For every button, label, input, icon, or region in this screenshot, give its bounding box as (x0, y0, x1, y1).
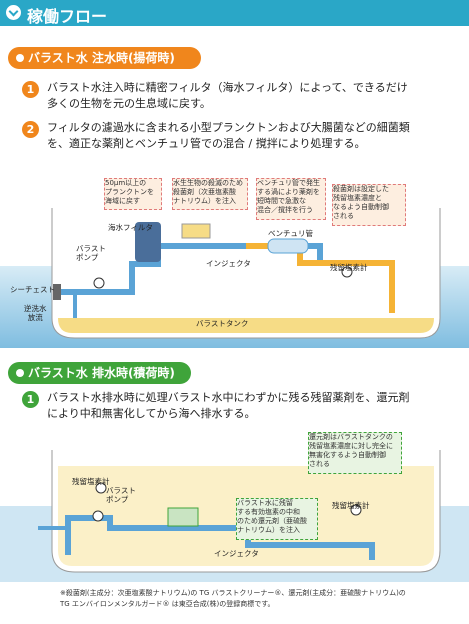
note-line: 50μm以上の (105, 179, 147, 187)
label-injector: インジェクタ (214, 549, 259, 558)
bullet-icon (16, 54, 24, 62)
ballast-tank (58, 318, 434, 333)
note-line: する有効塩素の中和 (237, 508, 300, 516)
label-line: バラスト (106, 486, 136, 495)
note-line: なるよう自動制御 (333, 203, 389, 211)
step-number: 1 (22, 391, 39, 408)
section-title-intake: バラスト水 注水時(揚荷時) (8, 47, 201, 69)
note-line: 殺菌剤は設定した (333, 185, 389, 193)
note-line: される (309, 460, 330, 468)
note-line: 混合／撹拌を行う (257, 206, 313, 214)
label-filter: 海水フィルタ (108, 223, 153, 232)
check-circle-icon (6, 5, 21, 20)
sensor-icon (341, 266, 353, 278)
note-line: 無害化するよう自動制御 (309, 451, 386, 459)
label-venturi: ベンチュリ管 (268, 229, 313, 238)
label-seachest: シーチェスト (10, 285, 55, 294)
page-title: 稼働フロー (27, 7, 108, 26)
note-reducer-auto: 還元剤はバラストタンクの残留塩素濃度に対し完全に無害化するよう自動制御される (308, 432, 402, 474)
seachest-icon (53, 284, 61, 300)
header-bar: 稼働フロー (0, 0, 469, 26)
venturi-icon (267, 238, 309, 254)
filter-icon (135, 222, 161, 262)
label-tank: バラストタンク (196, 319, 249, 328)
note-neutralize: バラスト水に残留する有効塩素の中和のため還元剤（亜硫酸ナトリウム）を注入 (236, 498, 318, 540)
step-text-line: フィルタの濾過水に含まれる小型プランクトンおよび大腸菌などの細菌類 (47, 121, 410, 134)
sensor-right-icon (350, 504, 362, 516)
note-auto-control: 殺菌剤は設定した残留塩素濃度となるよう自動制御される (332, 184, 406, 226)
step-text-line: により中和無害化してから海へ排水する。 (47, 407, 256, 420)
step-text-line: を、適正な薬剤とベンチュリ管での混合 / 撹拌により処理する。 (47, 137, 366, 150)
note-chemical: 水生生物の殺滅のため殺菌剤（次亜塩素酸ナトリウム）を注入 (172, 178, 248, 210)
footnote-line: ※殺菌剤(主成分：次亜塩素酸ナトリウム)の TG バラストクリーナー®、還元剤(… (60, 589, 406, 597)
note-line: 残留塩素濃度に対し完全に (309, 442, 393, 450)
section-title-discharge: バラスト水 排水時(積荷時) (8, 362, 191, 384)
chemical-tank (181, 223, 211, 239)
bullet-icon (16, 369, 24, 377)
step-text: バラスト水排水時に処理バラスト水中にわずかに残る残留薬剤を、還元剤により中和無害… (47, 390, 410, 422)
note-line: 水生生物の殺滅のため (173, 179, 243, 187)
intake-diagram (0, 208, 469, 348)
label-line: 逆洗水 (24, 304, 47, 313)
label-backwash: 逆洗水放流 (24, 304, 47, 322)
pump-icon (92, 510, 104, 522)
pipe-blue (65, 515, 375, 560)
step-text-line: バラスト水排水時に処理バラスト水中にわずかに残る残留薬剤を、還元剤 (47, 391, 410, 404)
note-line: ナトリウム）を注入 (237, 526, 300, 534)
note-line: のため還元剤（亜硫酸 (237, 517, 307, 525)
section-title-intake-text: バラスト水 注水時(揚荷時) (28, 51, 175, 65)
note-line: 海域に戻す (105, 197, 140, 205)
note-line: バラスト水に残留 (237, 499, 293, 507)
step-number: 1 (22, 81, 39, 98)
note-line: 短時間で急激な (257, 197, 306, 205)
label-injector: インジェクタ (206, 259, 251, 268)
note-venturi: ベンチュリ管で発生する渦により薬剤を短時間で急激な混合／撹拌を行う (256, 178, 326, 220)
note-line: される (333, 212, 354, 220)
step-text-line: バラスト水注入時に精密フィルタ（海水フィルタ）によって、できるだけ (47, 81, 408, 94)
footnote-line: TG エンバイロンメンタルガード® は東亞合成(株)の登録商標です。 (60, 600, 275, 608)
sensor-left-icon (95, 482, 107, 494)
note-line: 殺菌剤（次亜塩素酸 (173, 188, 236, 196)
step-text: バラスト水注入時に精密フィルタ（海水フィルタ）によって、できるだけ多くの生物を元… (47, 80, 408, 112)
step-text: フィルタの濾過水に含まれる小型プランクトンおよび大腸菌などの細菌類を、適正な薬剤… (47, 120, 410, 152)
note-line: ナトリウム）を注入 (173, 197, 236, 205)
label-line: ポンプ (106, 495, 129, 504)
reducer-tank (167, 507, 199, 527)
label-sensor-left: 残留塩素計 (72, 477, 110, 486)
note-line: 残留塩素濃度と (333, 194, 382, 202)
label-pump: バラストポンプ (106, 486, 136, 504)
label-sensor-right: 残留塩素計 (332, 501, 370, 510)
note-line: ベンチュリ管で発生 (257, 179, 320, 187)
note-plankton: 50μm以上のプランクトンを海域に戻す (104, 178, 162, 210)
label-line: 放流 (27, 313, 43, 322)
pipe-orange-tank (320, 260, 395, 313)
footnote: ※殺菌剤(主成分：次亜塩素酸ナトリウム)の TG バラストクリーナー®、還元剤(… (60, 588, 460, 610)
note-line: 還元剤はバラストタンクの (309, 433, 393, 441)
step-text-line: 多くの生物を元の生息域に戻す。 (47, 97, 211, 110)
pump-icon (93, 277, 105, 289)
label-line: バラスト (76, 244, 106, 253)
step-number: 2 (22, 121, 39, 138)
note-line: する渦により薬剤を (257, 188, 320, 196)
label-sensor: 残留塩素計 (330, 263, 368, 272)
label-pump: バラストポンプ (76, 244, 106, 262)
section-title-discharge-text: バラスト水 排水時(積荷時) (28, 366, 175, 380)
note-line: プランクトンを (105, 188, 154, 196)
label-line: ポンプ (76, 253, 99, 262)
